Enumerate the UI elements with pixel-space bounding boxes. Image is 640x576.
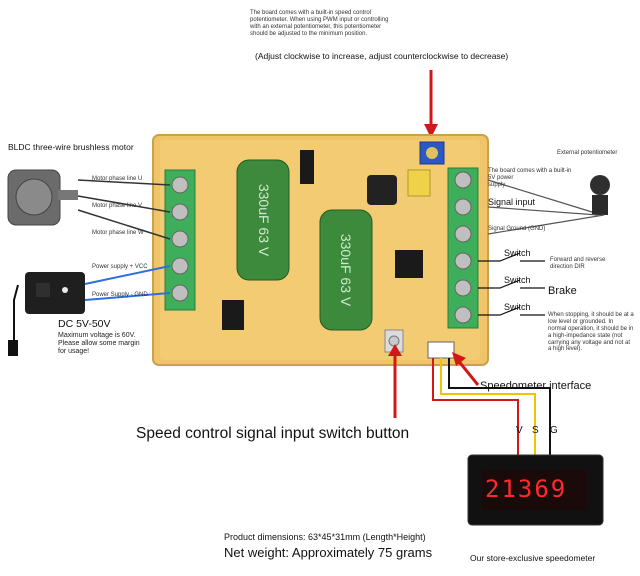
right-5v-note: The board comes with a built-in 5V power… [488,168,572,188]
wire-letter-s: S [532,425,539,436]
motor-line-w: Motor phase line W [92,230,144,236]
inductor [367,175,397,205]
external-pot-label: External potentiometer [557,150,618,156]
signal-ground-label: Signal Ground (GND) [488,226,546,232]
motor-line-u: Motor phase line U [92,176,143,182]
signal-input-label: Signal input [488,197,536,207]
switch-label-3: Switch [504,302,531,312]
switch-label-2: Switch [504,275,531,285]
switch-label-1: Switch [504,248,531,258]
product-dimensions: Product dimensions: 63*45*31mm (Length*H… [224,532,426,542]
switch-button-label: Speed control signal input switch button [136,425,410,442]
driver-chip [395,250,423,278]
wire-g [448,358,551,460]
power-adapter [8,272,85,356]
speedometer-display: 21369 [485,475,568,503]
power-vcc: Power supply + VCC [92,264,148,270]
bldc-motor [7,169,78,226]
capacitor-2-label: 330uF 63 V [338,233,355,307]
speedometer-connector [427,341,455,359]
wire-s [440,358,536,460]
wire-v [432,358,519,460]
motor-title: BLDC three-wire brushless motor [8,142,134,152]
wire-letter-v: V [516,425,523,436]
dc-note: Maximum voltage is 60V. Please allow som… [58,332,140,356]
capacitor-1 [236,159,290,281]
capacitor-2 [319,209,373,331]
right-terminal-block [447,167,479,329]
power-gnd: Power Supply - GND [92,292,148,298]
speedometer-interface-label: Speedometer interface [480,380,592,392]
adjust-instruction: (Adjust clockwise to increase, adjust co… [255,51,509,61]
potentiometer-note: The board comes with a built-in speed co… [250,10,389,37]
wire-letter-g: G [550,425,558,436]
external-potentiometer [487,175,610,235]
net-weight: Net weight: Approximately 75 grams [224,545,433,560]
brake-label: Brake [548,285,577,297]
motor-line-v: Motor phase line V [92,203,143,209]
speedometer-arrow [455,358,480,386]
tantalum-capacitor [407,169,431,197]
dc-range: DC 5V-50V [58,318,111,330]
stop-note: When stopping, it should be at a low lev… [548,312,634,353]
pot-arrow-head [424,124,438,138]
direction-note: Forward and reverse direction DIR [550,257,606,270]
speedometer-caption: Our store-exclusive speedometer [470,553,596,563]
capacitor-1-label: 330uF 63 V [256,183,273,257]
speedometer [467,454,604,526]
